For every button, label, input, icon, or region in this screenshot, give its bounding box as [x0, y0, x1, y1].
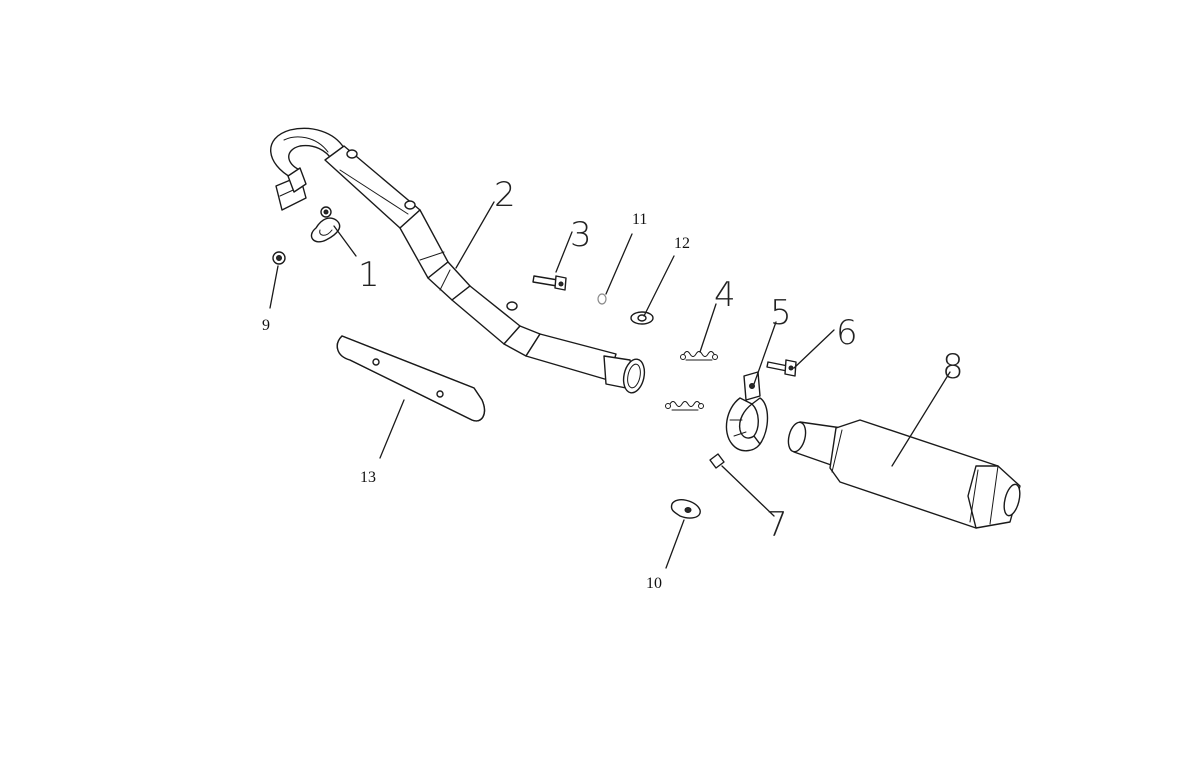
leader-1: [333, 225, 357, 257]
leader-13: [379, 399, 405, 459]
callout-label-10: 10: [646, 575, 662, 592]
callout-label-2: 2: [494, 175, 516, 215]
callout-label-7: 7: [766, 505, 788, 545]
callout-label-12: 12: [674, 235, 690, 252]
callout-label-13: 13: [360, 469, 376, 486]
leader-10: [665, 519, 685, 569]
leader-9: [269, 265, 279, 309]
clamp-icon: [725, 371, 769, 452]
gasket-icon: [310, 206, 341, 243]
muffler-icon: [787, 419, 1021, 529]
leader-8: [891, 371, 951, 467]
exhaust-header-pipe-icon: [270, 127, 646, 394]
leader-11: [605, 233, 633, 295]
leader-7: [721, 465, 775, 517]
leader-4: [699, 303, 717, 353]
nut-icon: [272, 251, 286, 265]
callout-label-5: 5: [770, 293, 792, 333]
leader-6: [793, 329, 835, 369]
callout-label-9: 9: [262, 317, 270, 334]
leader-5: [753, 321, 777, 385]
callout-label-3: 3: [570, 215, 592, 255]
callout-label-1: 1: [358, 255, 380, 295]
leader-2: [455, 201, 495, 269]
washer-icon: [597, 293, 607, 305]
leader-lines: [269, 201, 951, 569]
spring-icon: [665, 401, 704, 411]
callout-label-8: 8: [942, 347, 964, 387]
callout-labels: 1 2 3 4 5 6 7 8 9 10 11 12 13: [262, 175, 964, 592]
rubber-bush-icon: [670, 499, 701, 519]
leader-3: [555, 231, 573, 273]
heat-shield-icon: [336, 335, 486, 422]
spring-icon: [680, 351, 718, 361]
nut-icon: [709, 453, 725, 469]
callout-label-4: 4: [714, 275, 736, 315]
leader-12: [643, 255, 675, 317]
callout-label-11: 11: [632, 211, 647, 228]
bolt-icon: [532, 275, 567, 291]
rubber-bush-icon: [630, 311, 654, 325]
callout-label-6: 6: [836, 313, 858, 353]
bolt-icon: [766, 359, 797, 377]
